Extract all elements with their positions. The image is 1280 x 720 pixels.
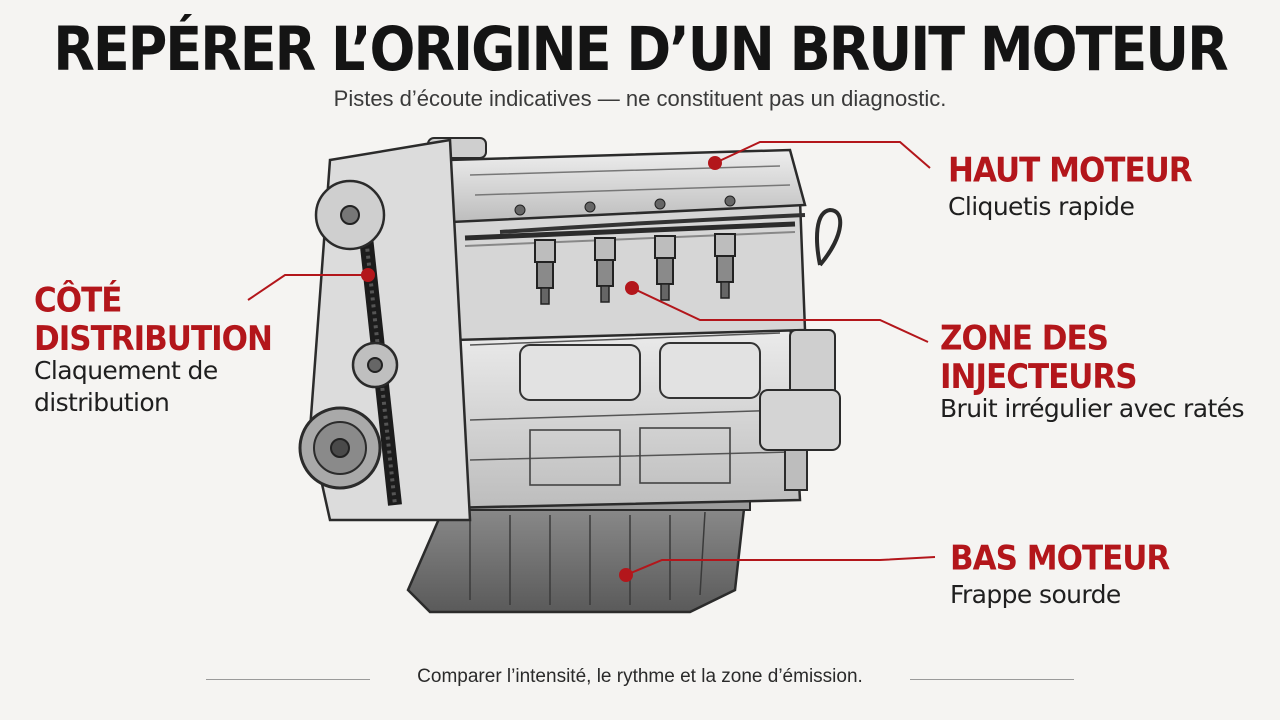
zone-label-bas-moteur: BAS MOTEUR Frappe sourde bbox=[950, 538, 1170, 610]
zone-label-haut-moteur: HAUT MOTEUR Cliquetis rapide bbox=[948, 150, 1193, 222]
zone-head-haut: HAUT MOTEUR bbox=[948, 150, 1193, 191]
callout-dot-bas bbox=[619, 568, 633, 582]
zone-desc-injecteurs: Bruit irrégulier avec ratés bbox=[940, 394, 1244, 424]
callout-dot-haut bbox=[708, 156, 722, 170]
page-title: REPÉRER L’ORIGINE D’UN BRUIT MOTEUR bbox=[53, 14, 1228, 85]
timing-side bbox=[298, 138, 472, 522]
zone-desc-bas: Frappe sourde bbox=[950, 579, 1121, 609]
zone-desc-haut: Cliquetis rapide bbox=[948, 191, 1135, 221]
footer-divider-right bbox=[910, 679, 1074, 680]
callout-lines bbox=[247, 141, 936, 576]
callout-line-injecteurs bbox=[631, 287, 929, 343]
zone-head-injecteurs: ZONE DES INJECTEURS bbox=[940, 318, 1138, 397]
zone-label-injecteurs: ZONE DES INJECTEURS Bruit irrégulier ave… bbox=[940, 318, 1280, 425]
zone-desc-cote: Claquement de distribution bbox=[34, 356, 218, 417]
zone-head-bas: BAS MOTEUR bbox=[950, 538, 1170, 579]
engine-block bbox=[443, 316, 802, 510]
callout-dot-injecteurs bbox=[625, 281, 639, 295]
callout-line-haut bbox=[714, 141, 931, 169]
footer-divider-left bbox=[206, 679, 370, 680]
callout-line-bas bbox=[625, 556, 936, 576]
footer-note: Comparer l’intensité, le rythme et la zo… bbox=[417, 666, 863, 687]
zone-label-cote-distribution: CÔTÉ DISTRIBUTION Claquement de distribu… bbox=[34, 280, 274, 418]
zone-head-cote: CÔTÉ DISTRIBUTION bbox=[34, 280, 273, 359]
right-side-accessories bbox=[759, 207, 843, 491]
injectors bbox=[499, 213, 806, 305]
callout-dots bbox=[361, 156, 722, 582]
callout-dot-cote bbox=[361, 268, 375, 282]
page-subtitle: Pistes d’écoute indicatives — ne constit… bbox=[333, 86, 947, 111]
callout-line-cote bbox=[247, 274, 368, 301]
